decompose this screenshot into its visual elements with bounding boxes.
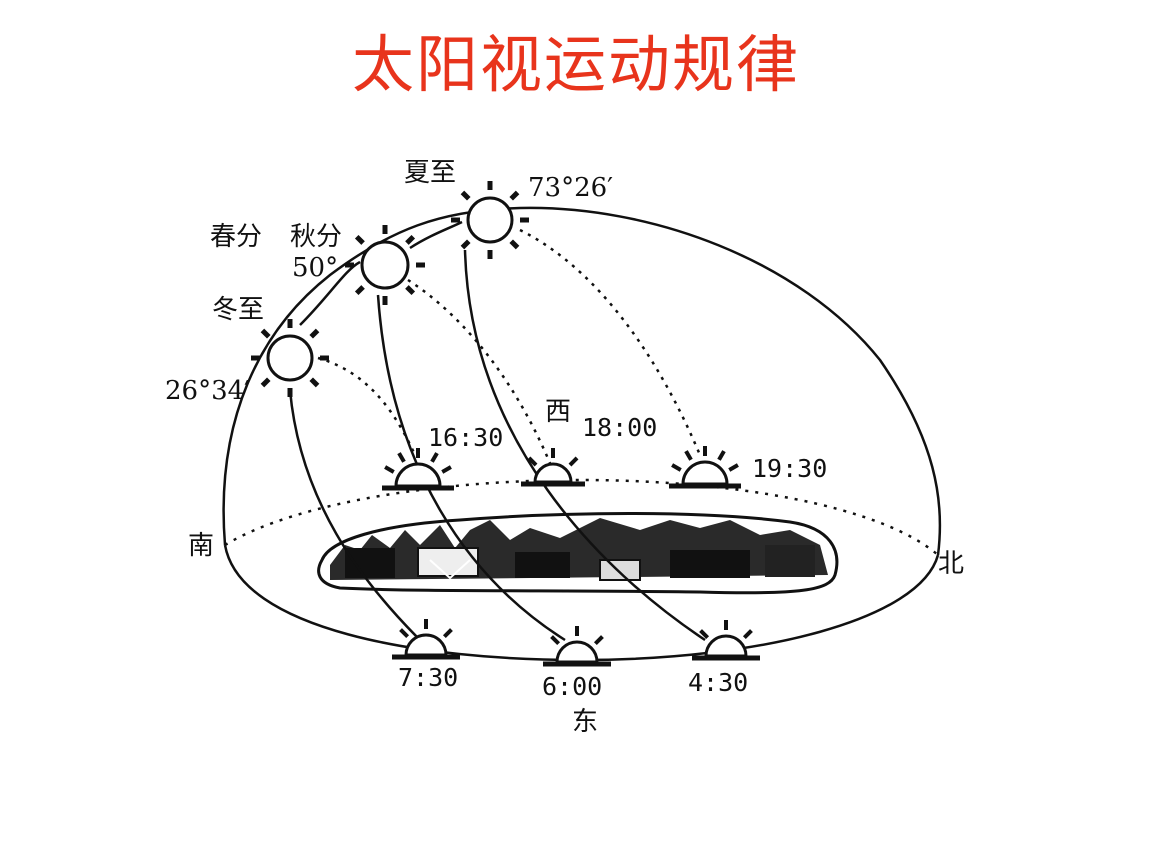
sunrise-sun-icon <box>692 620 760 661</box>
sun-equinox-icon <box>345 225 425 305</box>
landscape <box>317 512 839 595</box>
sun-summer-icon <box>451 181 529 259</box>
label-south: 南 <box>188 531 214 561</box>
path-winter-front <box>288 389 421 641</box>
meridian-arc <box>299 220 463 326</box>
label-sunrise-summer: 4:30 <box>688 668 748 697</box>
path-summer-back <box>519 228 702 456</box>
label-west: 西 <box>545 397 571 427</box>
path-equinox-back <box>407 278 554 469</box>
slide-title: 太阳视运动规律 <box>351 28 800 101</box>
path-equinox-front <box>376 294 566 642</box>
label-winter-season: 冬至 <box>212 295 264 325</box>
label-north: 北 <box>938 549 964 579</box>
label-sunrise-equinox: 6:00 <box>542 672 602 701</box>
label-east: 东 <box>572 707 598 737</box>
label-sunset-equinox: 18:00 <box>582 413 657 442</box>
label-sunset-winter: 16:30 <box>428 423 503 452</box>
label-sunrise-winter: 7:30 <box>398 663 458 692</box>
sunrise-sun-icon <box>392 619 460 660</box>
label-equinox-altitude: 50° <box>292 253 338 283</box>
sunset-sun-icon <box>669 446 741 489</box>
sun-winter-icon <box>251 319 329 397</box>
sunset-sun-icon <box>382 448 454 491</box>
sunset-sun-icon <box>521 448 585 487</box>
sunrise-sun-icon <box>543 626 611 667</box>
label-sunset-summer: 19:30 <box>752 454 827 483</box>
celestial-dome <box>222 206 942 556</box>
path-winter-back <box>317 356 417 456</box>
path-summer-front <box>463 249 706 642</box>
label-summer-altitude: 73°26′ <box>528 173 613 203</box>
label-winter-altitude: 26°34′ <box>165 376 250 406</box>
label-autumn-equinox: 秋分 <box>290 222 342 252</box>
label-spring-equinox: 春分 <box>210 222 262 252</box>
label-summer-season: 夏至 <box>404 158 456 188</box>
